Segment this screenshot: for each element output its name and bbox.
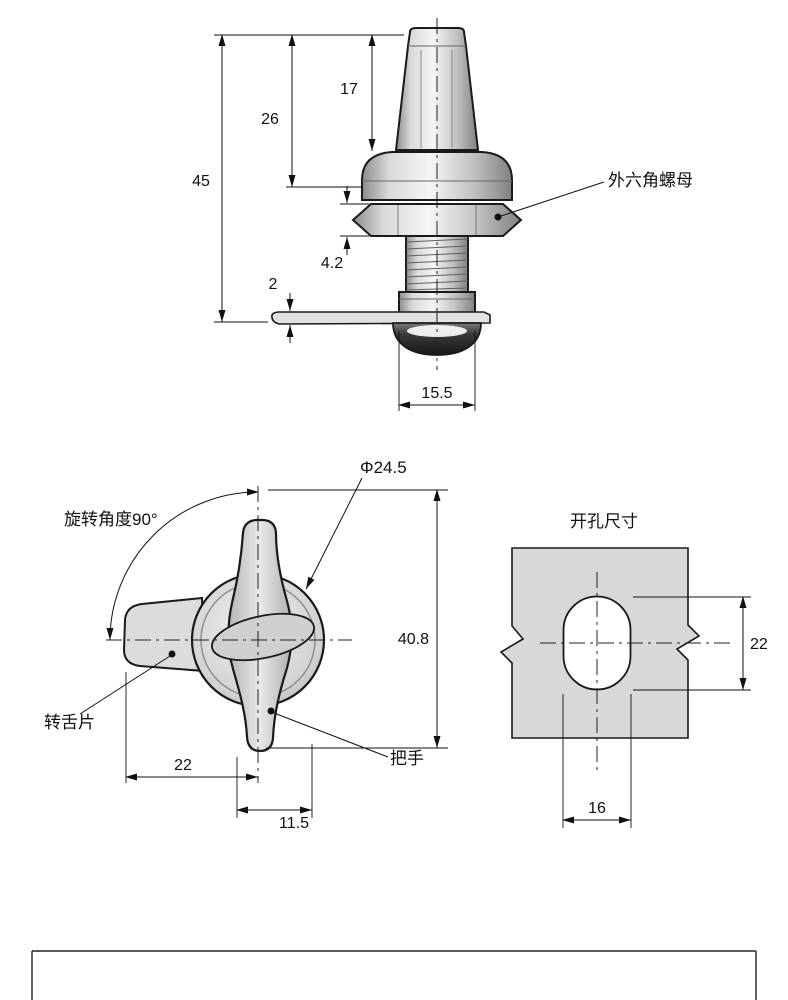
cutout-title: 开孔尺寸: [570, 512, 638, 531]
hex-nut-label: 外六角螺母: [608, 171, 693, 190]
side-view: 17 26 45 4.2 2: [192, 18, 693, 411]
dim-26: 26: [261, 34, 362, 188]
handle-label: 把手: [390, 749, 424, 768]
dim-22-label: 22: [174, 757, 192, 774]
hex-nut-callout: 外六角螺母: [494, 171, 693, 221]
hex-nut: [351, 203, 523, 237]
dim-17: 17: [340, 34, 376, 151]
dim-15-5-label: 15.5: [421, 385, 452, 402]
dim-11-5-label: 11.5: [279, 815, 309, 832]
dim-2: 2: [269, 276, 294, 343]
cam-tab-callout: 转舌片: [44, 650, 176, 732]
cam-label: 转舌片: [44, 713, 95, 732]
dim-26-label: 26: [261, 111, 279, 128]
dim-22-cutout: 22: [633, 596, 768, 691]
leader-dot: [168, 650, 176, 658]
dim-2-label: 2: [269, 276, 278, 293]
dim-4-2: 4.2: [321, 186, 369, 272]
diameter-label: Φ24.5: [360, 458, 407, 477]
leader-dot: [267, 707, 275, 715]
diameter-callout: Φ24.5: [305, 458, 407, 590]
dim-40-8-label: 40.8: [398, 631, 429, 648]
dim-15-5: 15.5: [398, 331, 476, 411]
dim-45: 45: [192, 34, 268, 323]
drawing-frame: [31, 950, 757, 1000]
dim-22-front: 22: [125, 672, 258, 783]
dim-11-5: 11.5: [236, 744, 313, 832]
rotation-label: 旋转角度90°: [64, 510, 158, 529]
handle-callout: 把手: [267, 707, 424, 768]
dim-4-2-label: 4.2: [321, 255, 343, 272]
front-view: 旋转角度90° Φ24.5 40.8 转舌片 把手: [44, 458, 448, 832]
rotation-arc: 旋转角度90°: [64, 488, 259, 641]
cam-plate: [271, 311, 491, 325]
dim-16: 16: [562, 694, 632, 828]
dim-16-label: 16: [588, 800, 606, 817]
dim-40-8: 40.8: [266, 489, 448, 749]
cutout-view: 开孔尺寸 22 16: [499, 512, 768, 828]
dim-22-cutout-label: 22: [750, 636, 768, 653]
dim-45-label: 45: [192, 173, 210, 190]
dim-17-label: 17: [340, 81, 358, 98]
